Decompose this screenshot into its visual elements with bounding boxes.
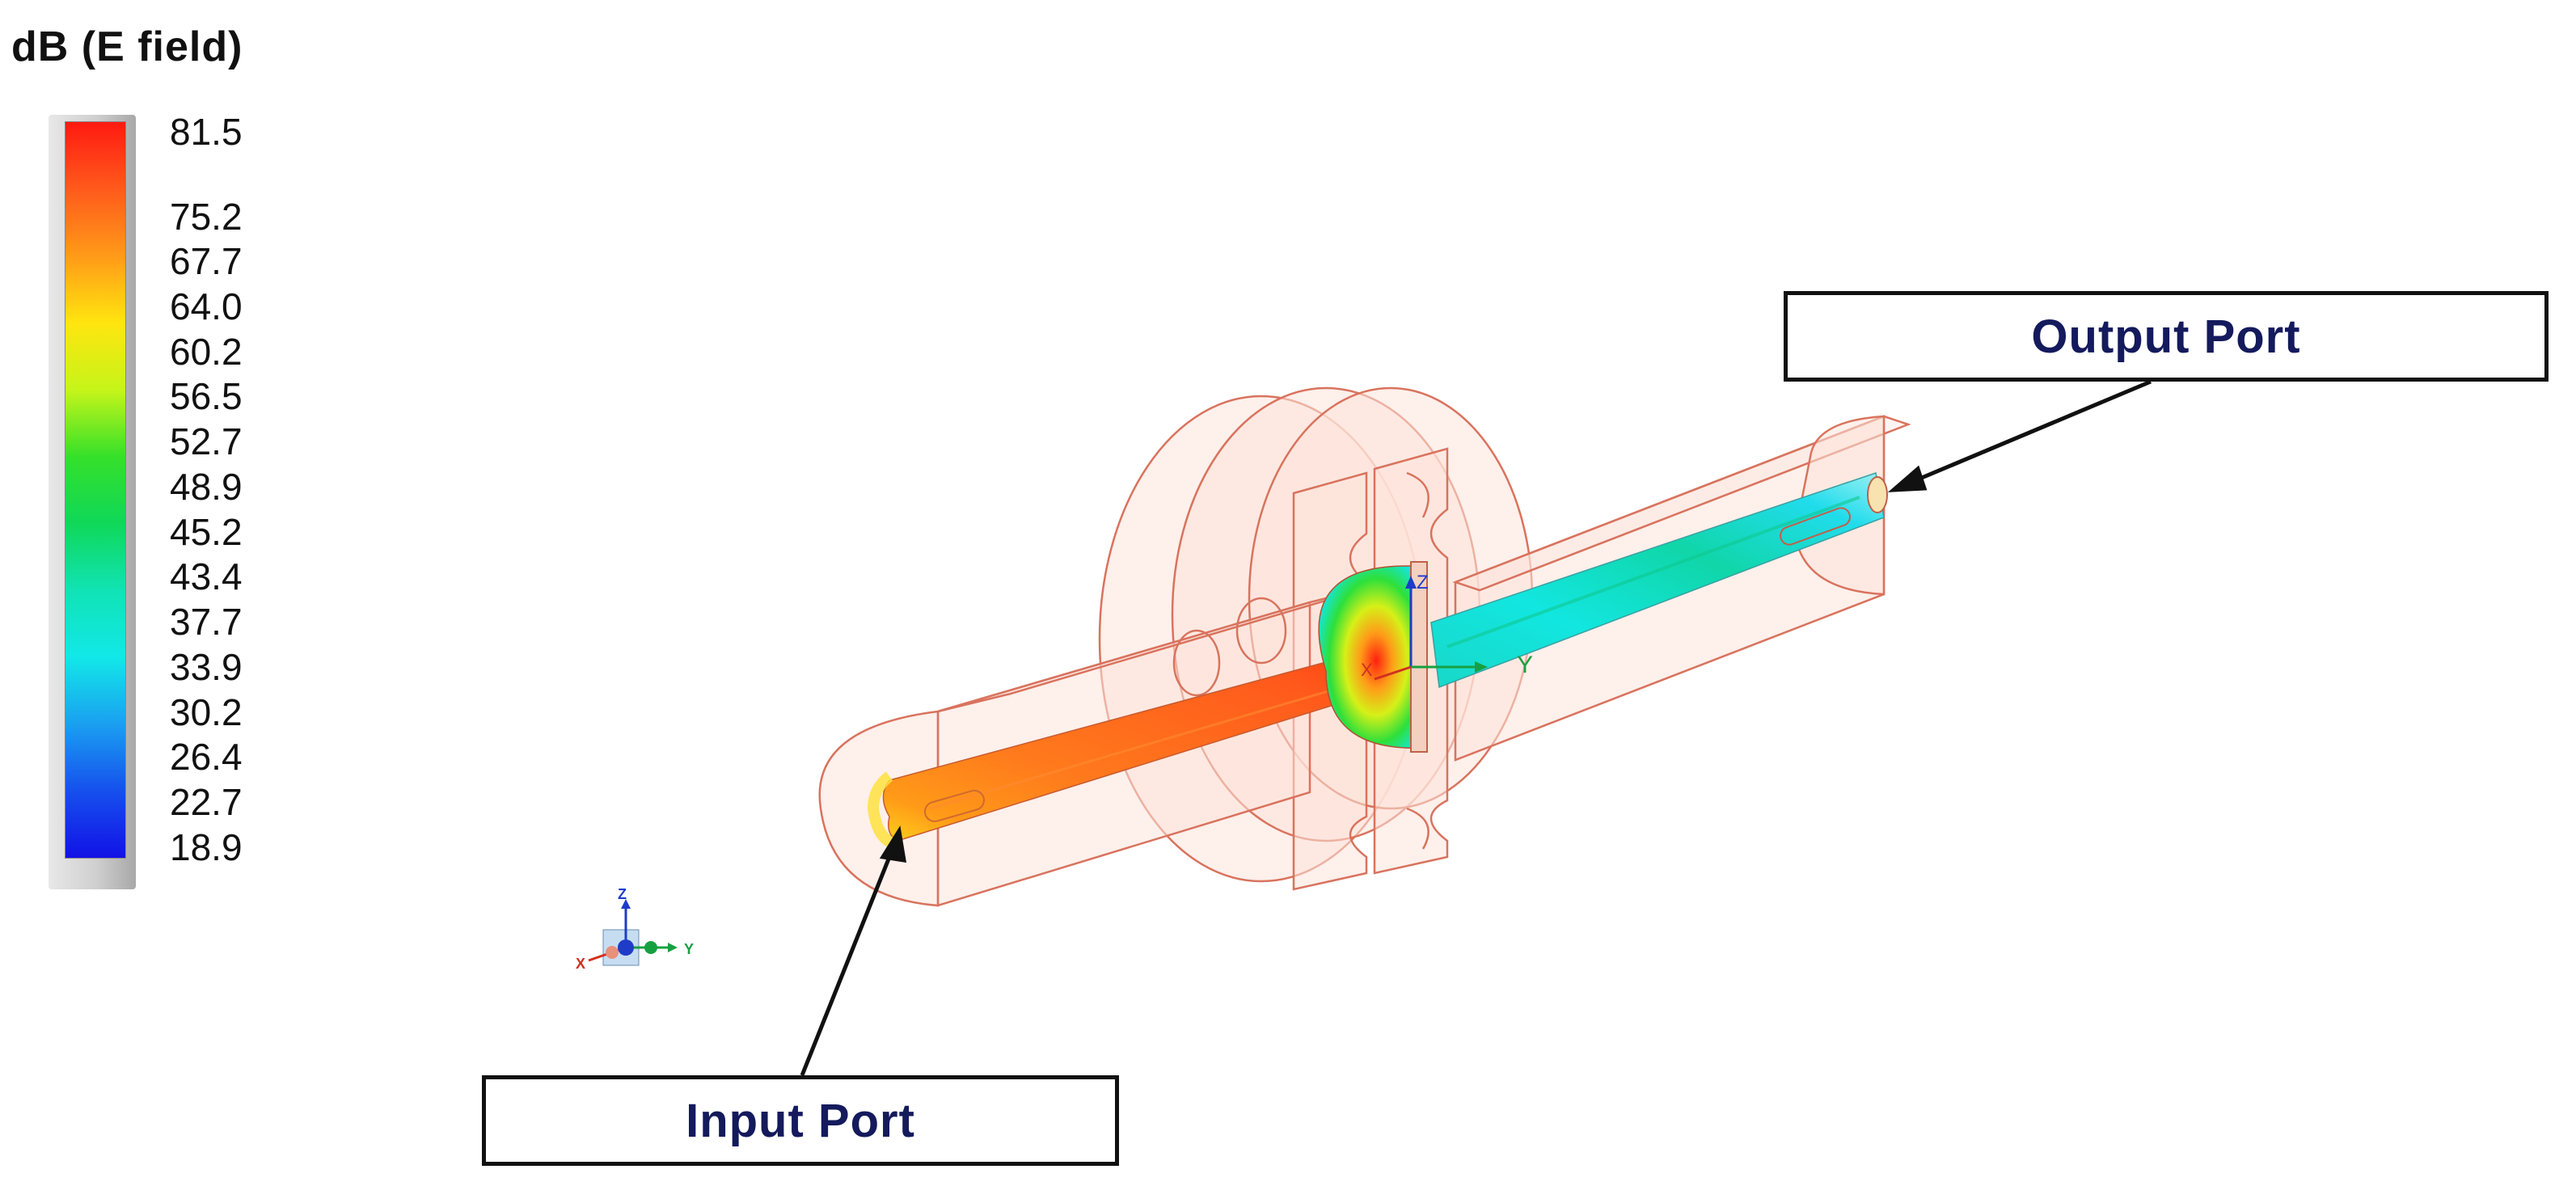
- colorbar-tick-label: 45.2: [170, 511, 243, 553]
- hole-4: [1172, 629, 1221, 697]
- output-block-top: [1452, 415, 1911, 592]
- callout-arrows: [800, 379, 2152, 1076]
- triad-y-label: Y: [684, 941, 694, 957]
- hole-1: [1406, 471, 1429, 518]
- input-port-callout: Input Port: [482, 1075, 1119, 1166]
- orientation-triad-icon: Z Y X: [576, 886, 694, 972]
- main-axes: Z Y X: [1361, 572, 1533, 681]
- colorbar-tick-label: 75.2: [170, 196, 243, 238]
- colorbar-tick-label: 52.7: [170, 420, 243, 462]
- colorbar-tick-label: 26.4: [170, 736, 243, 778]
- colorbar-tick-label: 56.5: [170, 375, 243, 417]
- colorbar-tick-label: 64.0: [170, 285, 243, 327]
- colorbar-tick-label: 43.4: [170, 555, 243, 597]
- output-arrow: [1907, 379, 2152, 486]
- main-axis-y-label: Y: [1517, 652, 1533, 678]
- colorbar-tick-label: 18.9: [170, 826, 243, 868]
- main-axis-x-label: X: [1361, 660, 1373, 680]
- hole-3: [1235, 597, 1287, 665]
- output-port-callout: Output Port: [1784, 291, 2549, 382]
- colorbar-tick-label: 37.7: [170, 601, 243, 643]
- legend-title: dB (E field): [11, 23, 243, 70]
- output-conductor-field: [1430, 472, 1888, 689]
- triad-x-label: X: [576, 956, 585, 972]
- hole-2: [1406, 807, 1429, 850]
- colorbar-tick-label: 33.9: [170, 646, 243, 688]
- output-port-label: Output Port: [2031, 310, 2301, 363]
- main-axis-z-label: Z: [1417, 572, 1429, 593]
- colorbar-tick-label: 48.9: [170, 466, 243, 508]
- colorbar-tick-label: 60.2: [170, 331, 243, 373]
- input-port-label: Input Port: [686, 1094, 915, 1147]
- colorbar-tick-label: 67.7: [170, 240, 243, 282]
- input-arrow: [800, 844, 897, 1076]
- triad-z-label: Z: [618, 886, 627, 902]
- colorbar-tick-label: 22.7: [170, 781, 243, 823]
- colorbar: [65, 121, 126, 859]
- colorbar-tick-label: 81.5: [170, 111, 243, 153]
- colorbar-tick-label: 30.2: [170, 691, 243, 733]
